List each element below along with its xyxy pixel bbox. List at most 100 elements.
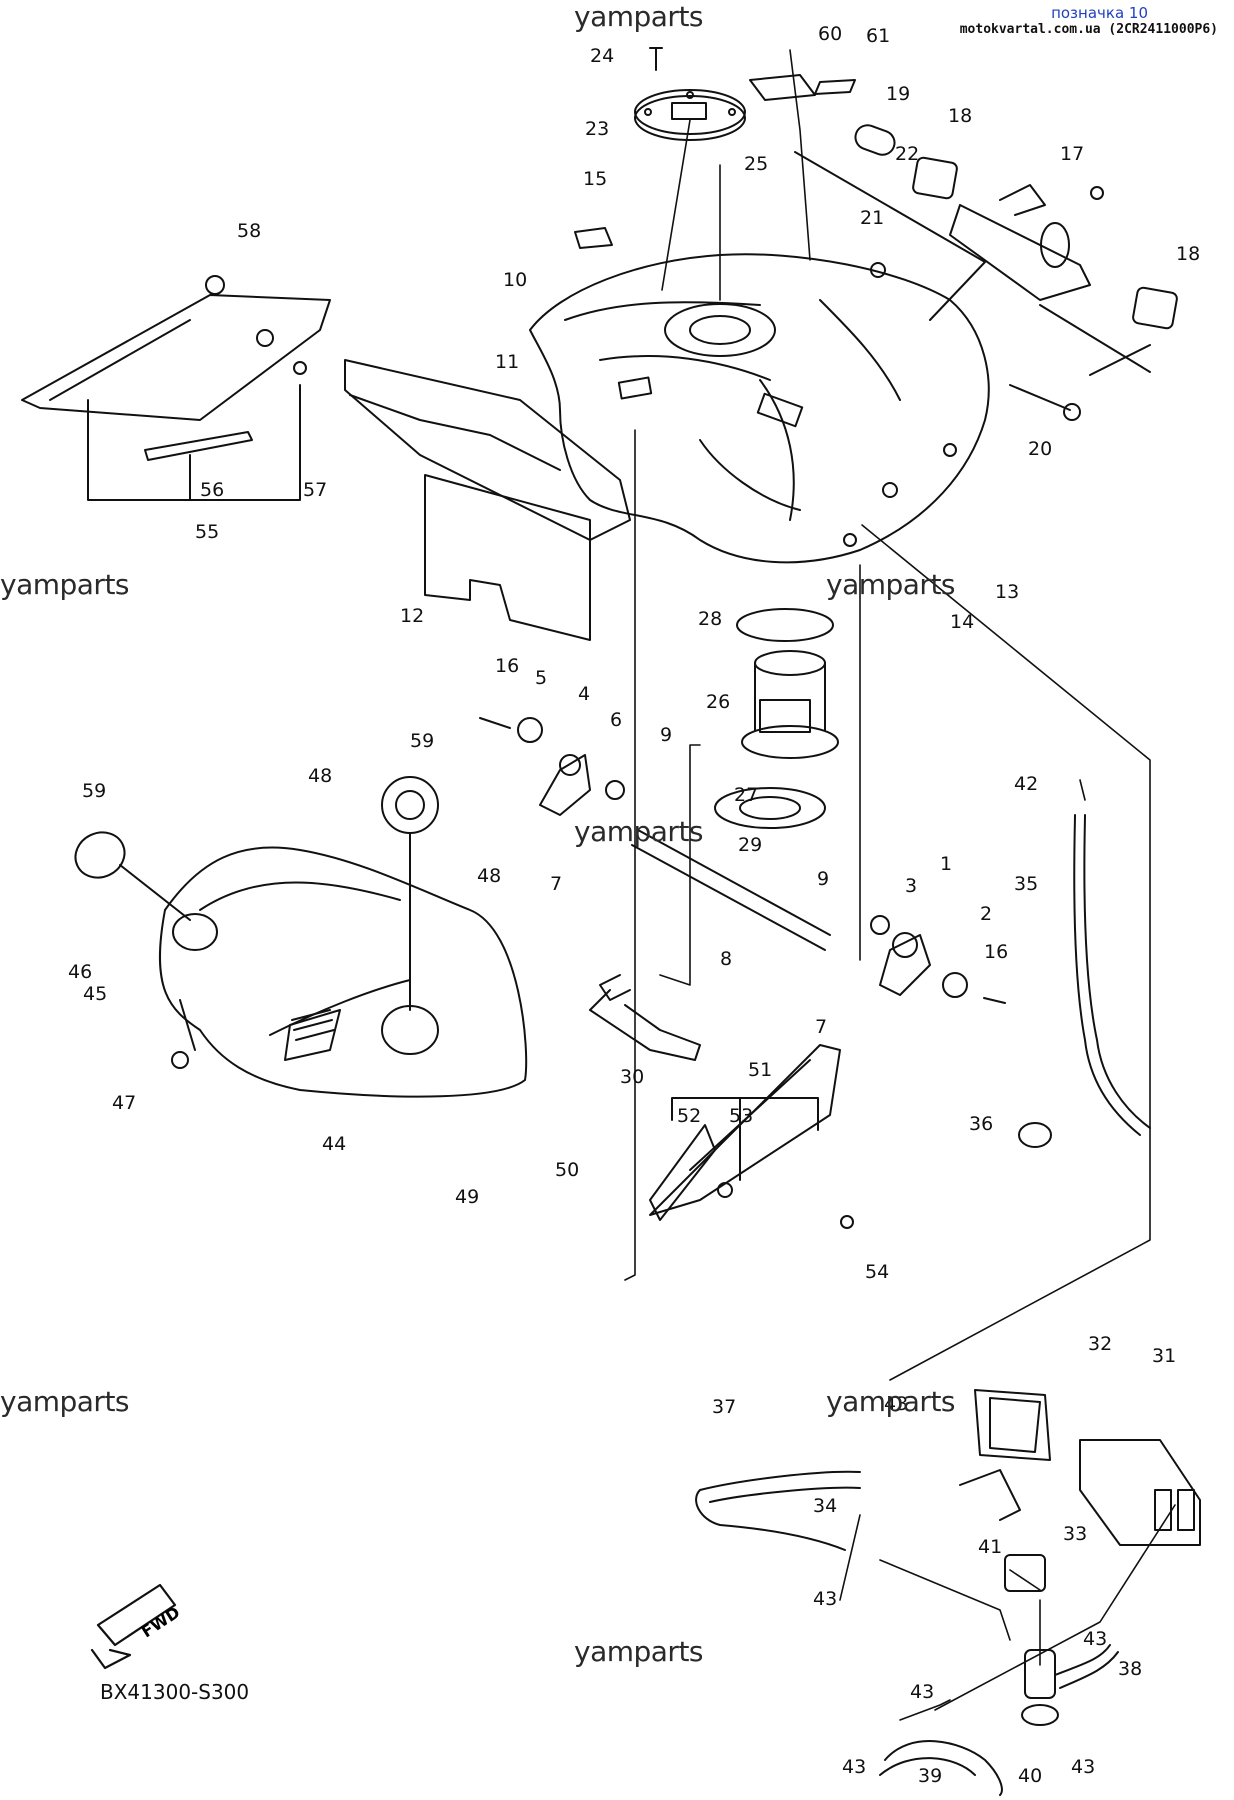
fwd-arrow (90, 1583, 177, 1670)
callout-28: 28 (698, 608, 722, 630)
watermark: yamparts (0, 1385, 130, 1418)
callout-55: 55 (195, 521, 219, 543)
callout-51: 51 (748, 1059, 772, 1081)
callout-46: 46 (68, 961, 92, 983)
callout-59: 59 (82, 780, 106, 802)
evap-canister (959, 1389, 1201, 1546)
callout-56: 56 (200, 479, 224, 501)
callout-52: 52 (677, 1105, 701, 1127)
callout-24: 24 (590, 45, 614, 67)
header-title: позначка 10 (1051, 4, 1148, 22)
callout-20: 20 (1028, 438, 1052, 460)
watermark: yamparts (826, 1385, 956, 1418)
side-cover (344, 359, 631, 641)
watermark: yamparts (574, 0, 704, 33)
callout-43: 43 (1071, 1756, 1095, 1778)
emblems (74, 776, 439, 1011)
callout-58: 58 (237, 220, 261, 242)
callout-61: 61 (866, 25, 890, 47)
callout-6: 6 (610, 709, 622, 731)
callout-37: 37 (712, 1396, 736, 1418)
callout-18: 18 (1176, 243, 1200, 265)
callout-5: 5 (535, 667, 547, 689)
callout-7: 7 (815, 1016, 827, 1038)
callout-39: 39 (918, 1765, 942, 1787)
watermark: yamparts (826, 568, 956, 601)
callout-45: 45 (83, 983, 107, 1005)
vent-hoses (695, 814, 1151, 1551)
callout-41: 41 (978, 1536, 1002, 1558)
diagram-code: BX41300-S300 (100, 1680, 250, 1704)
callout-21: 21 (860, 207, 884, 229)
watermark: yamparts (574, 815, 704, 848)
callout-47: 47 (112, 1092, 136, 1114)
callout-13: 13 (995, 581, 1019, 603)
tank-bolt (870, 186, 1104, 421)
callout-15: 15 (583, 168, 607, 190)
callout-9: 9 (817, 868, 829, 890)
callout-16: 16 (984, 941, 1008, 963)
callout-31: 31 (1152, 1345, 1176, 1367)
callout-53: 53 (729, 1105, 753, 1127)
callout-43: 43 (884, 1393, 908, 1415)
callout-26: 26 (706, 691, 730, 713)
callout-19: 19 (886, 83, 910, 105)
fuel-tank (529, 253, 990, 564)
callout-57: 57 (303, 479, 327, 501)
callout-48: 48 (477, 865, 501, 887)
callout-8: 8 (720, 948, 732, 970)
callout-22: 22 (895, 143, 919, 165)
callout-17: 17 (1060, 143, 1084, 165)
fuel-cap (634, 47, 746, 141)
callout-49: 49 (455, 1186, 479, 1208)
leader-lines (624, 49, 1176, 1721)
callout-43: 43 (842, 1756, 866, 1778)
callout-4: 4 (578, 683, 590, 705)
callout-25: 25 (744, 153, 768, 175)
callout-54: 54 (865, 1261, 889, 1283)
callout-10: 10 (503, 269, 527, 291)
callout-18: 18 (948, 105, 972, 127)
callout-11: 11 (495, 351, 519, 373)
side-panel (21, 275, 331, 501)
callout-36: 36 (969, 1113, 993, 1135)
brackets (479, 717, 1006, 1004)
callout-1: 1 (940, 853, 952, 875)
callout-2: 2 (980, 903, 992, 925)
callout-38: 38 (1118, 1658, 1142, 1680)
callout-35: 35 (1014, 873, 1038, 895)
callout-labels: 1234567789910111213141516161718181920212… (68, 23, 1200, 1787)
callout-43: 43 (910, 1681, 934, 1703)
callout-60: 60 (818, 23, 842, 45)
callout-43: 43 (813, 1588, 837, 1610)
callout-12: 12 (400, 605, 424, 627)
fuel-pump (714, 608, 839, 829)
callout-23: 23 (585, 118, 609, 140)
callout-27: 27 (734, 784, 758, 806)
callout-59: 59 (410, 730, 434, 752)
callout-33: 33 (1063, 1523, 1087, 1545)
label-stickers (574, 74, 856, 249)
callout-30: 30 (620, 1066, 644, 1088)
callout-44: 44 (322, 1133, 346, 1155)
callout-42: 42 (1014, 773, 1038, 795)
watermark: yamparts (574, 1635, 704, 1668)
side-fairing (649, 1044, 854, 1229)
header-subtitle: motokvartal.com.ua (2CR2411000P6) (959, 22, 1218, 37)
callout-3: 3 (905, 875, 917, 897)
callout-14: 14 (950, 611, 974, 633)
callout-34: 34 (813, 1495, 837, 1517)
callout-7: 7 (550, 873, 562, 895)
callout-48: 48 (308, 765, 332, 787)
callout-29: 29 (738, 834, 762, 856)
small-hoses (879, 1554, 1119, 1796)
watermark: yamparts (0, 568, 130, 601)
fuel-hose (589, 974, 701, 1061)
callout-16: 16 (495, 655, 519, 677)
callout-43: 43 (1083, 1628, 1107, 1650)
callout-40: 40 (1018, 1765, 1042, 1787)
callout-50: 50 (555, 1159, 579, 1181)
callout-9: 9 (660, 724, 672, 746)
fwd-label: FWD (138, 1603, 183, 1642)
